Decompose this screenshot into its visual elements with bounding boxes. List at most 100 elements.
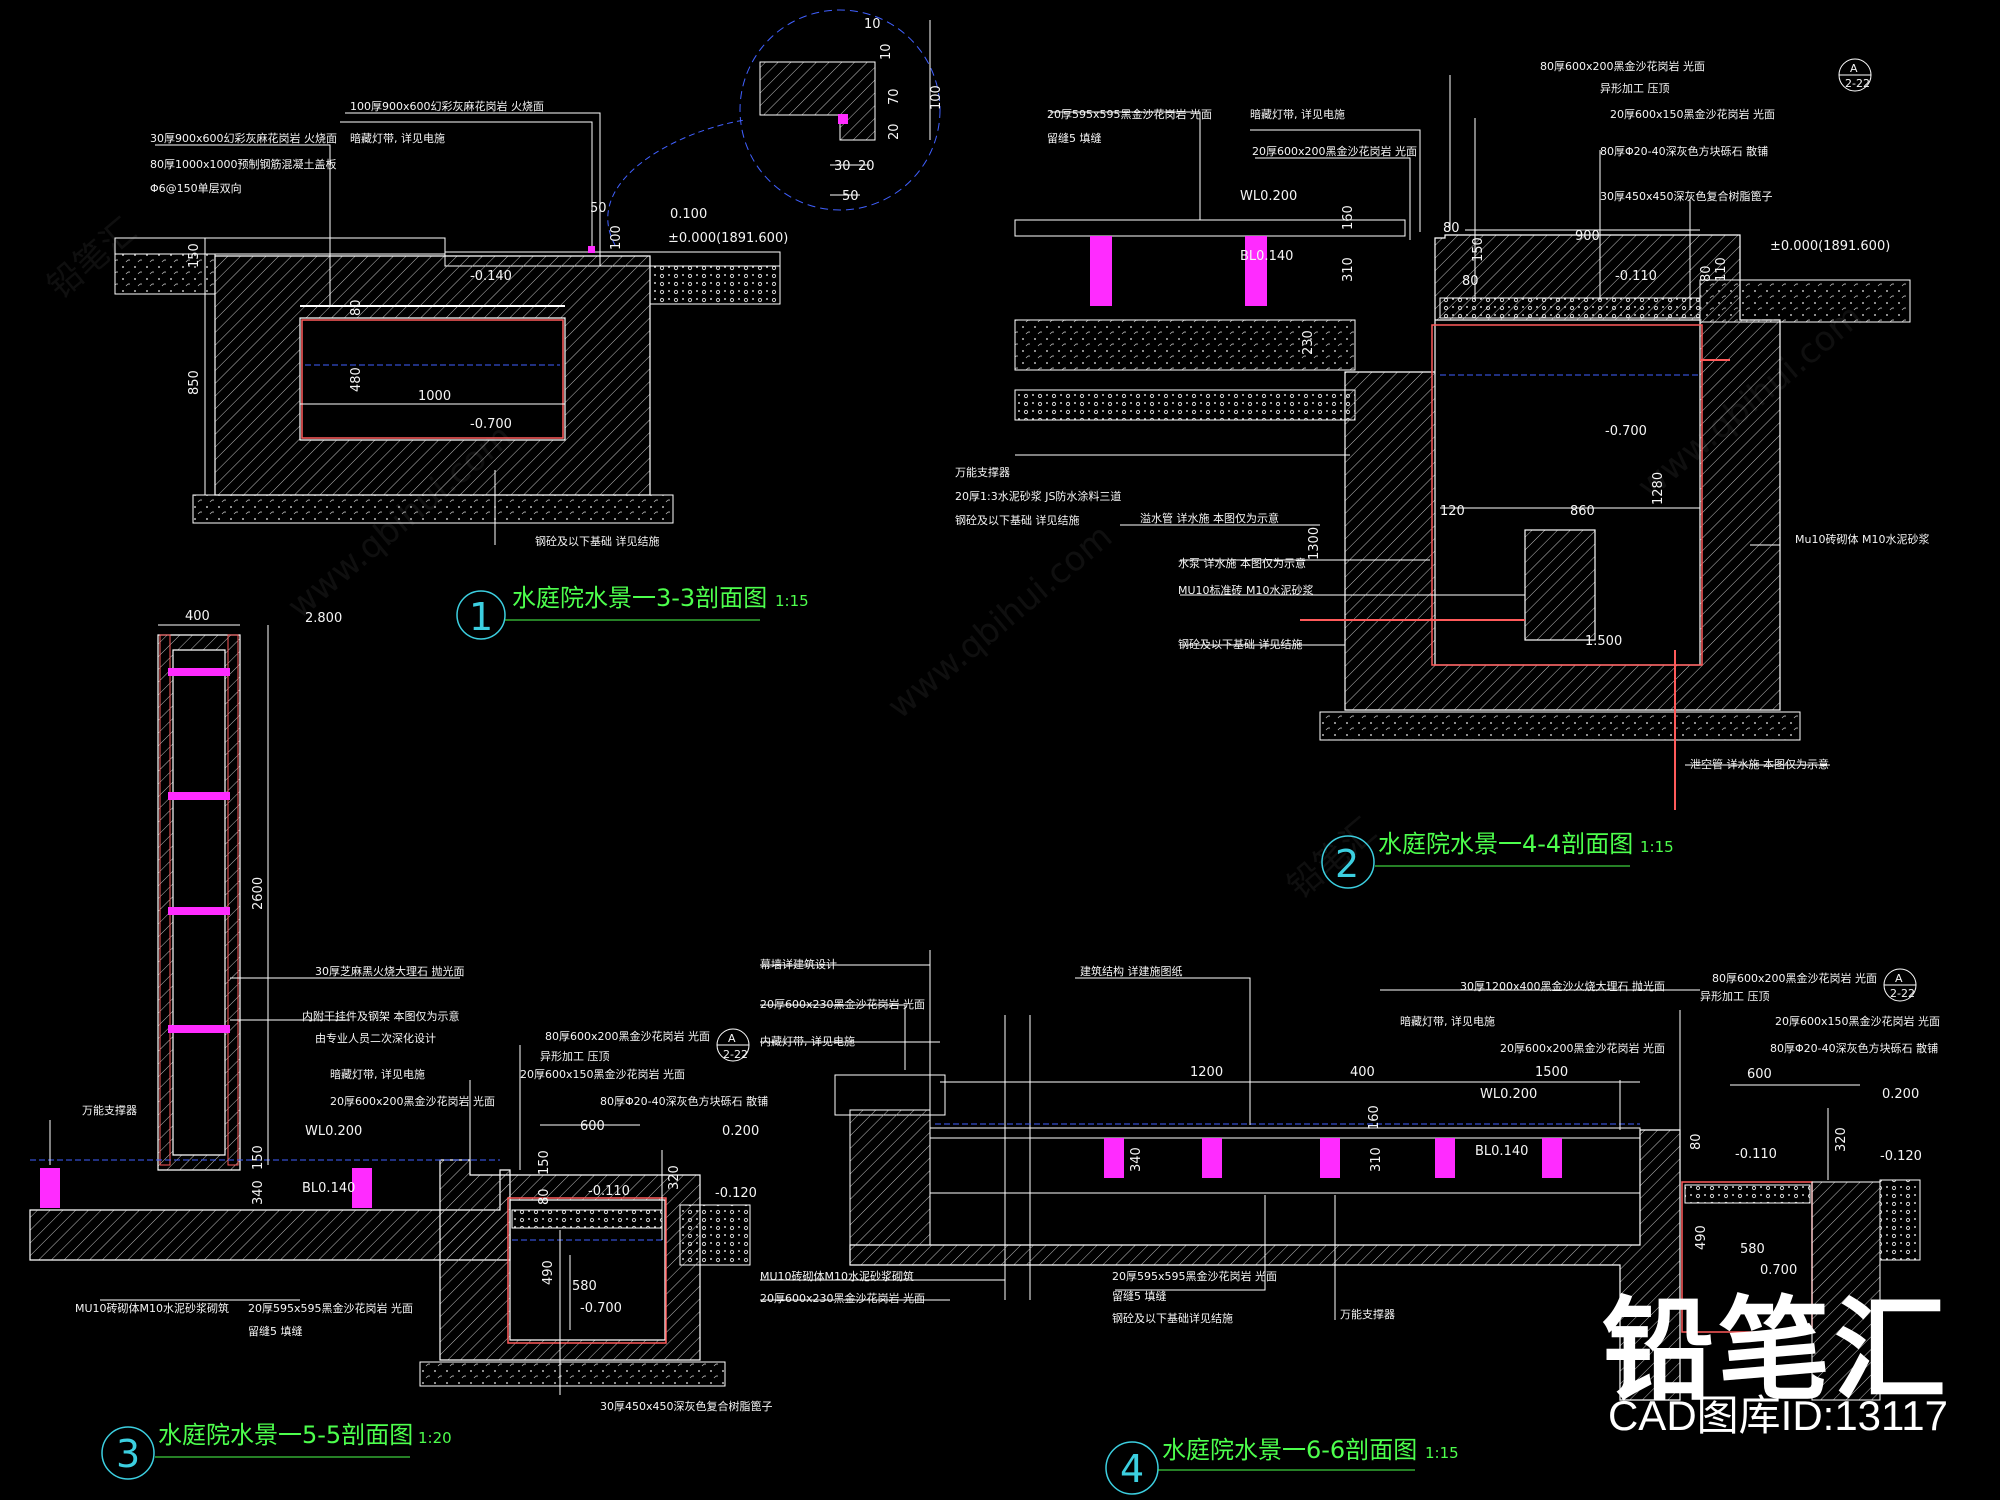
dim-value: 1500: [1535, 1065, 1568, 1080]
dim-value: 70: [887, 88, 902, 105]
soil-layer: [114, 253, 216, 295]
dim-value: 340: [251, 1180, 266, 1205]
watermark-brand: 铅笔汇: [1280, 811, 1384, 907]
elevation-value: WL0.200: [305, 1124, 362, 1139]
pedestal-support: [1542, 1138, 1562, 1178]
material-label: 异形加工 压顶: [1600, 82, 1670, 95]
material-label: 钢砼及以下基础详见结施: [1112, 1311, 1233, 1325]
dim-value: 80: [537, 1188, 552, 1205]
elevation-value: -0.120: [715, 1186, 757, 1201]
bracket: [168, 792, 230, 800]
section-view-5-5: A 2-22 30厚芝麻黑火烧大理石 抛光面 内附干挂件及钢架 本图仅为示意 由…: [29, 609, 773, 1480]
dim-value: 490: [1694, 1225, 1709, 1250]
view-title: 水庭院水景一4-4剖面图: [1378, 830, 1633, 858]
dim-value: 80: [1689, 1133, 1704, 1150]
material-label: 30厚1200x400黑金沙火烧大理石 抛光面: [1460, 979, 1665, 993]
dim-value: 20: [858, 159, 875, 174]
elevation-value: ±0.000(1891.600): [1770, 239, 1890, 254]
material-label: 80厚Φ20-40深灰色方块砾石 散铺: [1770, 1041, 1938, 1055]
material-label: 异形加工 压顶: [540, 1050, 610, 1063]
material-label: Φ6@150单层双向: [150, 181, 242, 195]
material-label: 80厚1000x1000预制钢筋混凝土盖板: [150, 157, 337, 171]
elevation-value: WL0.200: [1240, 189, 1297, 204]
material-label: 内藏灯带, 详见电施: [760, 1034, 855, 1048]
material-label: 80厚600x200黑金沙花岗岩 光面: [1712, 971, 1877, 985]
detail-light-strip: [838, 114, 848, 124]
waterproof-liner: [301, 319, 564, 439]
base-slab: [1319, 711, 1801, 741]
view-title: 水庭院水景一5-5剖面图: [158, 1421, 413, 1449]
dim-value: 310: [1369, 1147, 1384, 1172]
reference-tag-sheet: 2-22: [1845, 77, 1870, 90]
dim-value: 10: [879, 43, 894, 60]
facade-frame: [834, 1074, 946, 1116]
soil-layer: [1014, 319, 1356, 371]
dim-value: 150: [187, 243, 202, 268]
dim-value: 80: [1699, 265, 1714, 282]
elevation-value: 0.100: [670, 207, 707, 222]
dim-value: 320: [667, 1165, 682, 1190]
elevation-value: -0.110: [1615, 269, 1657, 284]
material-label: 30厚450x450深灰色复合树脂篦子: [1600, 189, 1773, 203]
material-label: 80厚Φ20-40深灰色方块砾石 散铺: [600, 1094, 768, 1108]
material-label: 20厚600x230黑金沙花岗岩 光面: [760, 1291, 925, 1305]
dim-value: 230: [1301, 330, 1316, 355]
paving-layer: [1014, 219, 1406, 237]
brand-logo: 铅笔汇: [1602, 1286, 1950, 1416]
dim-value: 1200: [1190, 1065, 1223, 1080]
detail-coping: [759, 61, 876, 141]
paving-layer: [679, 1204, 751, 1266]
dim-value: 1300: [1307, 527, 1322, 560]
elevation-value: -0.110: [588, 1184, 630, 1199]
dim-value: 30: [834, 159, 851, 174]
elevation-value: -0.120: [1880, 1149, 1922, 1164]
reference-tag-letter: A: [1895, 972, 1903, 985]
dim-value: 100: [929, 85, 944, 110]
material-label: 留缝5 填缝: [1047, 131, 1102, 145]
material-label: 80厚600x200黑金沙花岗岩 光面: [545, 1029, 710, 1043]
dim-value: 50: [842, 189, 859, 204]
paving-layer: [1879, 1179, 1921, 1261]
dim-value: 320: [1834, 1127, 1849, 1152]
material-label: 万能支撑器: [1340, 1307, 1395, 1321]
dim-value: 2600: [251, 877, 266, 910]
dim-value: 580: [572, 1279, 597, 1294]
waterproof-liner: [1431, 324, 1703, 666]
reference-tag-letter: A: [728, 1032, 736, 1045]
gravel-tray: [1439, 297, 1701, 319]
section-view-3-3: 100厚900x600幻彩灰麻花岗岩 火烧面 30厚900x600幻彩灰麻花岗岩…: [114, 9, 944, 640]
stone-cladding: [227, 634, 239, 1166]
material-label: 幕墙详建筑设计: [760, 957, 837, 971]
material-label: 20厚600x200黑金沙花岗岩 光面: [1500, 1041, 1665, 1055]
dim-value: 80: [1443, 221, 1460, 236]
elevation-value: ±0.000(1891.600): [668, 231, 788, 246]
dim-value: 150: [251, 1145, 266, 1170]
light-strip: [588, 246, 595, 253]
dim-value: 850: [187, 370, 202, 395]
view-number: 1: [469, 595, 493, 639]
elevation-value: 0.200: [1882, 1087, 1919, 1102]
dim-value: 100: [609, 225, 624, 250]
material-label: 万能支撑器: [955, 465, 1010, 479]
dim-value: 480: [349, 367, 364, 392]
dim-value: 150: [1471, 237, 1486, 262]
dim-value: 600: [580, 1119, 605, 1134]
dim-value: 120: [1440, 504, 1465, 519]
view-title: 水庭院水景一3-3剖面图: [512, 584, 767, 612]
finished-floor: [929, 1137, 1641, 1194]
dim-value: 160: [1341, 205, 1356, 230]
material-label: 20厚600x150黑金沙花岗岩 光面: [520, 1067, 685, 1081]
material-label: 泄空管 详水施 本图仅为示意: [1690, 757, 1829, 771]
material-label: Mu10砖砌体 M10水泥砂浆: [1795, 532, 1929, 546]
view-number-circle: [101, 1426, 155, 1480]
section-view-6-6: A 2-22 幕墙详建筑设计 20厚600x230黑金沙花岗岩 光面 内藏灯带,…: [760, 950, 1940, 1495]
view-number: 4: [1120, 1447, 1144, 1491]
material-label: 20厚600x200黑金沙花岗岩 光面: [1252, 144, 1417, 158]
stone-cladding: [159, 634, 171, 1166]
material-label: 暗藏灯带, 详见电施: [1400, 1014, 1495, 1028]
basin-slab: [29, 1169, 511, 1261]
material-label: 100厚900x600幻彩灰麻花岗岩 火烧面: [350, 99, 544, 113]
elevation-value: -0.140: [470, 269, 512, 284]
view-title: 水庭院水景一6-6剖面图: [1162, 1436, 1417, 1464]
